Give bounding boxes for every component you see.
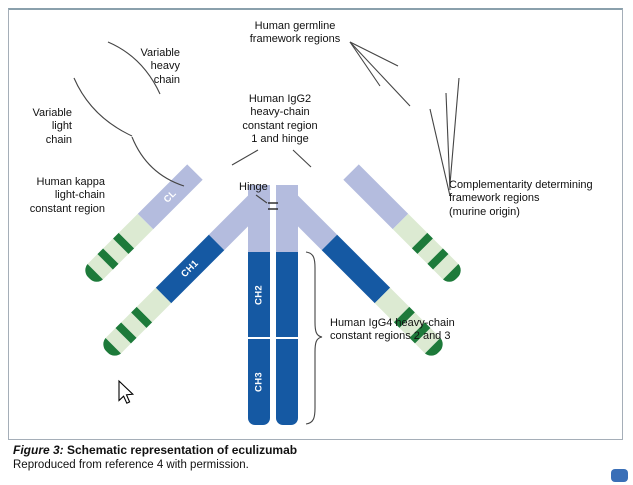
caption-title-text: Schematic representation of eculizumab — [63, 443, 298, 457]
ch3-segment: CH3 — [248, 339, 270, 425]
scrollbar-thumb[interactable] — [611, 469, 628, 482]
variable-heavy-chain-label: Variable heavy chain — [140, 47, 180, 86]
hinge-label: Hinge — [239, 181, 268, 193]
heavy-chain-stem-right — [276, 185, 298, 425]
igg4-constant-regions-label: Human IgG4 heavy-chain constant regions … — [330, 317, 455, 343]
ch2-label: CH2 — [253, 284, 265, 305]
germline-framework-label: Human germline framework regions — [249, 20, 341, 46]
igg2-constant-region-label: Human IgG2 heavy-chain constant region 1… — [242, 93, 318, 146]
ch3-segment-right — [276, 339, 298, 425]
kappa-constant-region-label: Human kappa light-chain constant region — [29, 176, 105, 215]
caption-title: Figure 3: Schematic representation of ec… — [13, 443, 297, 457]
ch1-label: CH1 — [179, 258, 201, 280]
caption-figure-number: Figure 3: — [13, 443, 64, 457]
caption-source: Reproduced from reference 4 with permiss… — [13, 459, 249, 471]
ch2-segment-right — [276, 252, 298, 337]
cdr-murine-label: Complementarity determining framework re… — [449, 179, 593, 218]
ch3-label: CH3 — [253, 372, 265, 392]
domain-divider — [276, 337, 298, 339]
domain-divider — [248, 337, 270, 339]
cl-label: CL — [161, 188, 179, 206]
variable-light-chain-label: Variable light chain — [32, 107, 72, 146]
ch2-segment: CH2 — [248, 252, 270, 337]
figure-caption: Figure 3: Schematic representation of ec… — [13, 443, 297, 471]
